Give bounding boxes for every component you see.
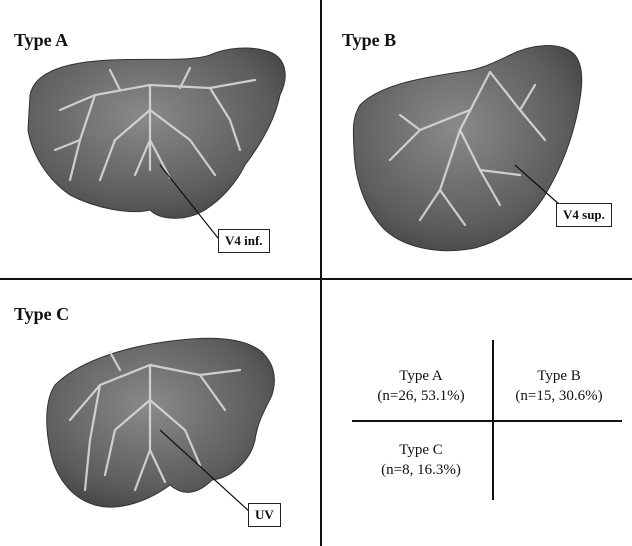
table-horizontal-line	[352, 420, 622, 422]
table-cell-type-c-name: Type C	[356, 440, 486, 460]
table-cell-type-a-name: Type A	[356, 366, 486, 386]
table-cell-type-a-stats: (n=26, 53.1%)	[356, 386, 486, 406]
callout-uv: UV	[248, 503, 281, 527]
table-cell-type-b: Type B (n=15, 30.6%)	[494, 366, 624, 406]
table-cell-type-a: Type A (n=26, 53.1%)	[356, 366, 486, 406]
liver-type-a	[28, 48, 285, 238]
liver-type-b	[353, 46, 581, 251]
panel-title-type-c: Type C	[14, 304, 69, 325]
panel-title-type-b: Type B	[342, 30, 396, 51]
callout-v4-sup: V4 sup.	[556, 203, 612, 227]
table-cell-type-b-stats: (n=15, 30.6%)	[494, 386, 624, 406]
table-cell-type-c: Type C (n=8, 16.3%)	[356, 440, 486, 480]
panel-title-type-a: Type A	[14, 30, 68, 51]
callout-v4-inf: V4 inf.	[218, 229, 270, 253]
table-cell-type-b-name: Type B	[494, 366, 624, 386]
liver-type-c	[47, 338, 275, 512]
table-cell-type-c-stats: (n=8, 16.3%)	[356, 460, 486, 480]
